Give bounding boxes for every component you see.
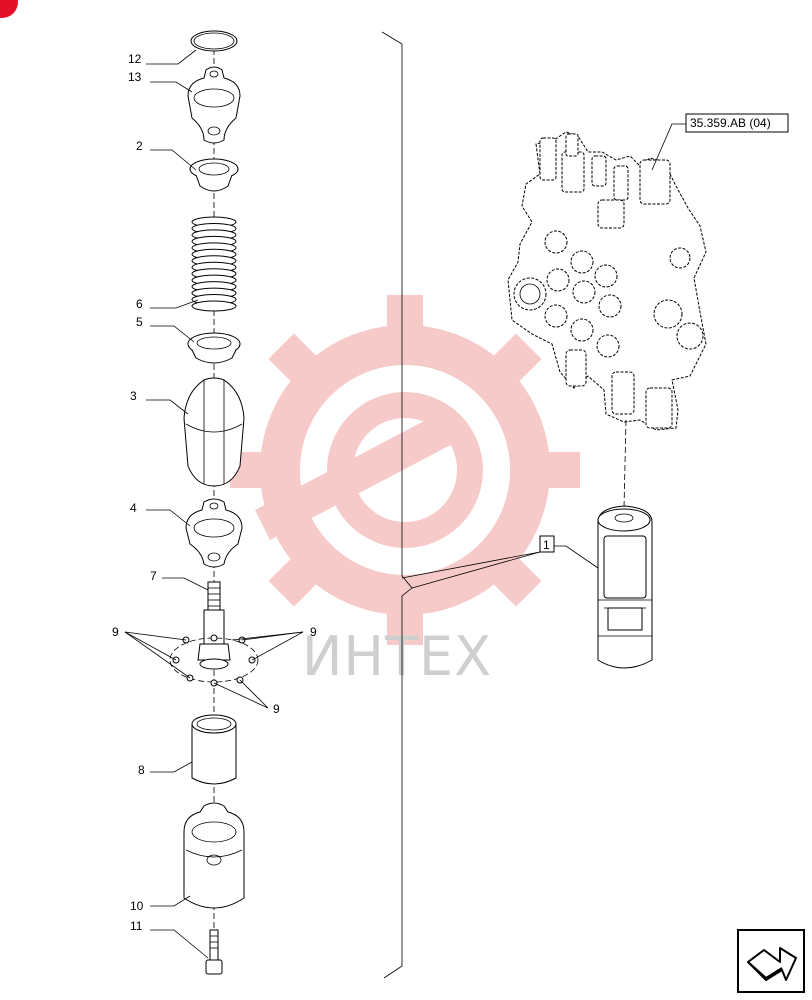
callout-9-right: 9	[310, 625, 317, 639]
assembly-bracket	[381, 31, 413, 979]
nav-arrow-icon[interactable]	[737, 929, 805, 993]
callout-12: 12	[128, 52, 142, 66]
callout-13: 13	[128, 70, 142, 84]
part-6-coil-spring	[191, 216, 237, 312]
reference-code: 35.359.AB (04)	[690, 116, 771, 130]
part-3-sleeve	[183, 377, 245, 487]
part-10-housing-cap	[183, 802, 245, 909]
part-2-spring-seat	[189, 158, 239, 192]
part-7-stud	[197, 581, 231, 670]
part-4-flange	[185, 498, 243, 568]
control-valve-block	[507, 131, 707, 431]
callout-3: 3	[130, 389, 137, 403]
corner-badge-icon	[0, 0, 18, 18]
reference-code-box: 35.359.AB (04)	[651, 113, 789, 171]
callout-1-group: 1	[401, 535, 599, 589]
callout-8: 8	[138, 763, 145, 777]
callout-4: 4	[130, 501, 137, 515]
part-8-bushing	[191, 714, 237, 785]
watermark-text: ИНТЕХ	[302, 625, 492, 688]
callout-7: 7	[150, 569, 157, 583]
callout-9-left: 9	[112, 625, 119, 639]
part-5-spring-seat	[187, 332, 241, 364]
part-13-flange-cap	[187, 66, 241, 144]
callout-9-bottom: 9	[273, 702, 280, 716]
callout-1: 1	[543, 538, 550, 552]
watermark-gear-icon	[230, 295, 580, 645]
callout-5: 5	[136, 315, 143, 329]
callout-11: 11	[130, 919, 143, 933]
part-12-o-ring	[190, 30, 238, 52]
spring-coil	[191, 300, 237, 312]
callout-10: 10	[130, 899, 144, 913]
part-11-bolt	[205, 929, 223, 975]
callout-6: 6	[136, 297, 143, 311]
callout-2: 2	[136, 139, 143, 153]
leader-lines	[124, 49, 304, 959]
part-1-spool-cartridge	[597, 505, 653, 669]
